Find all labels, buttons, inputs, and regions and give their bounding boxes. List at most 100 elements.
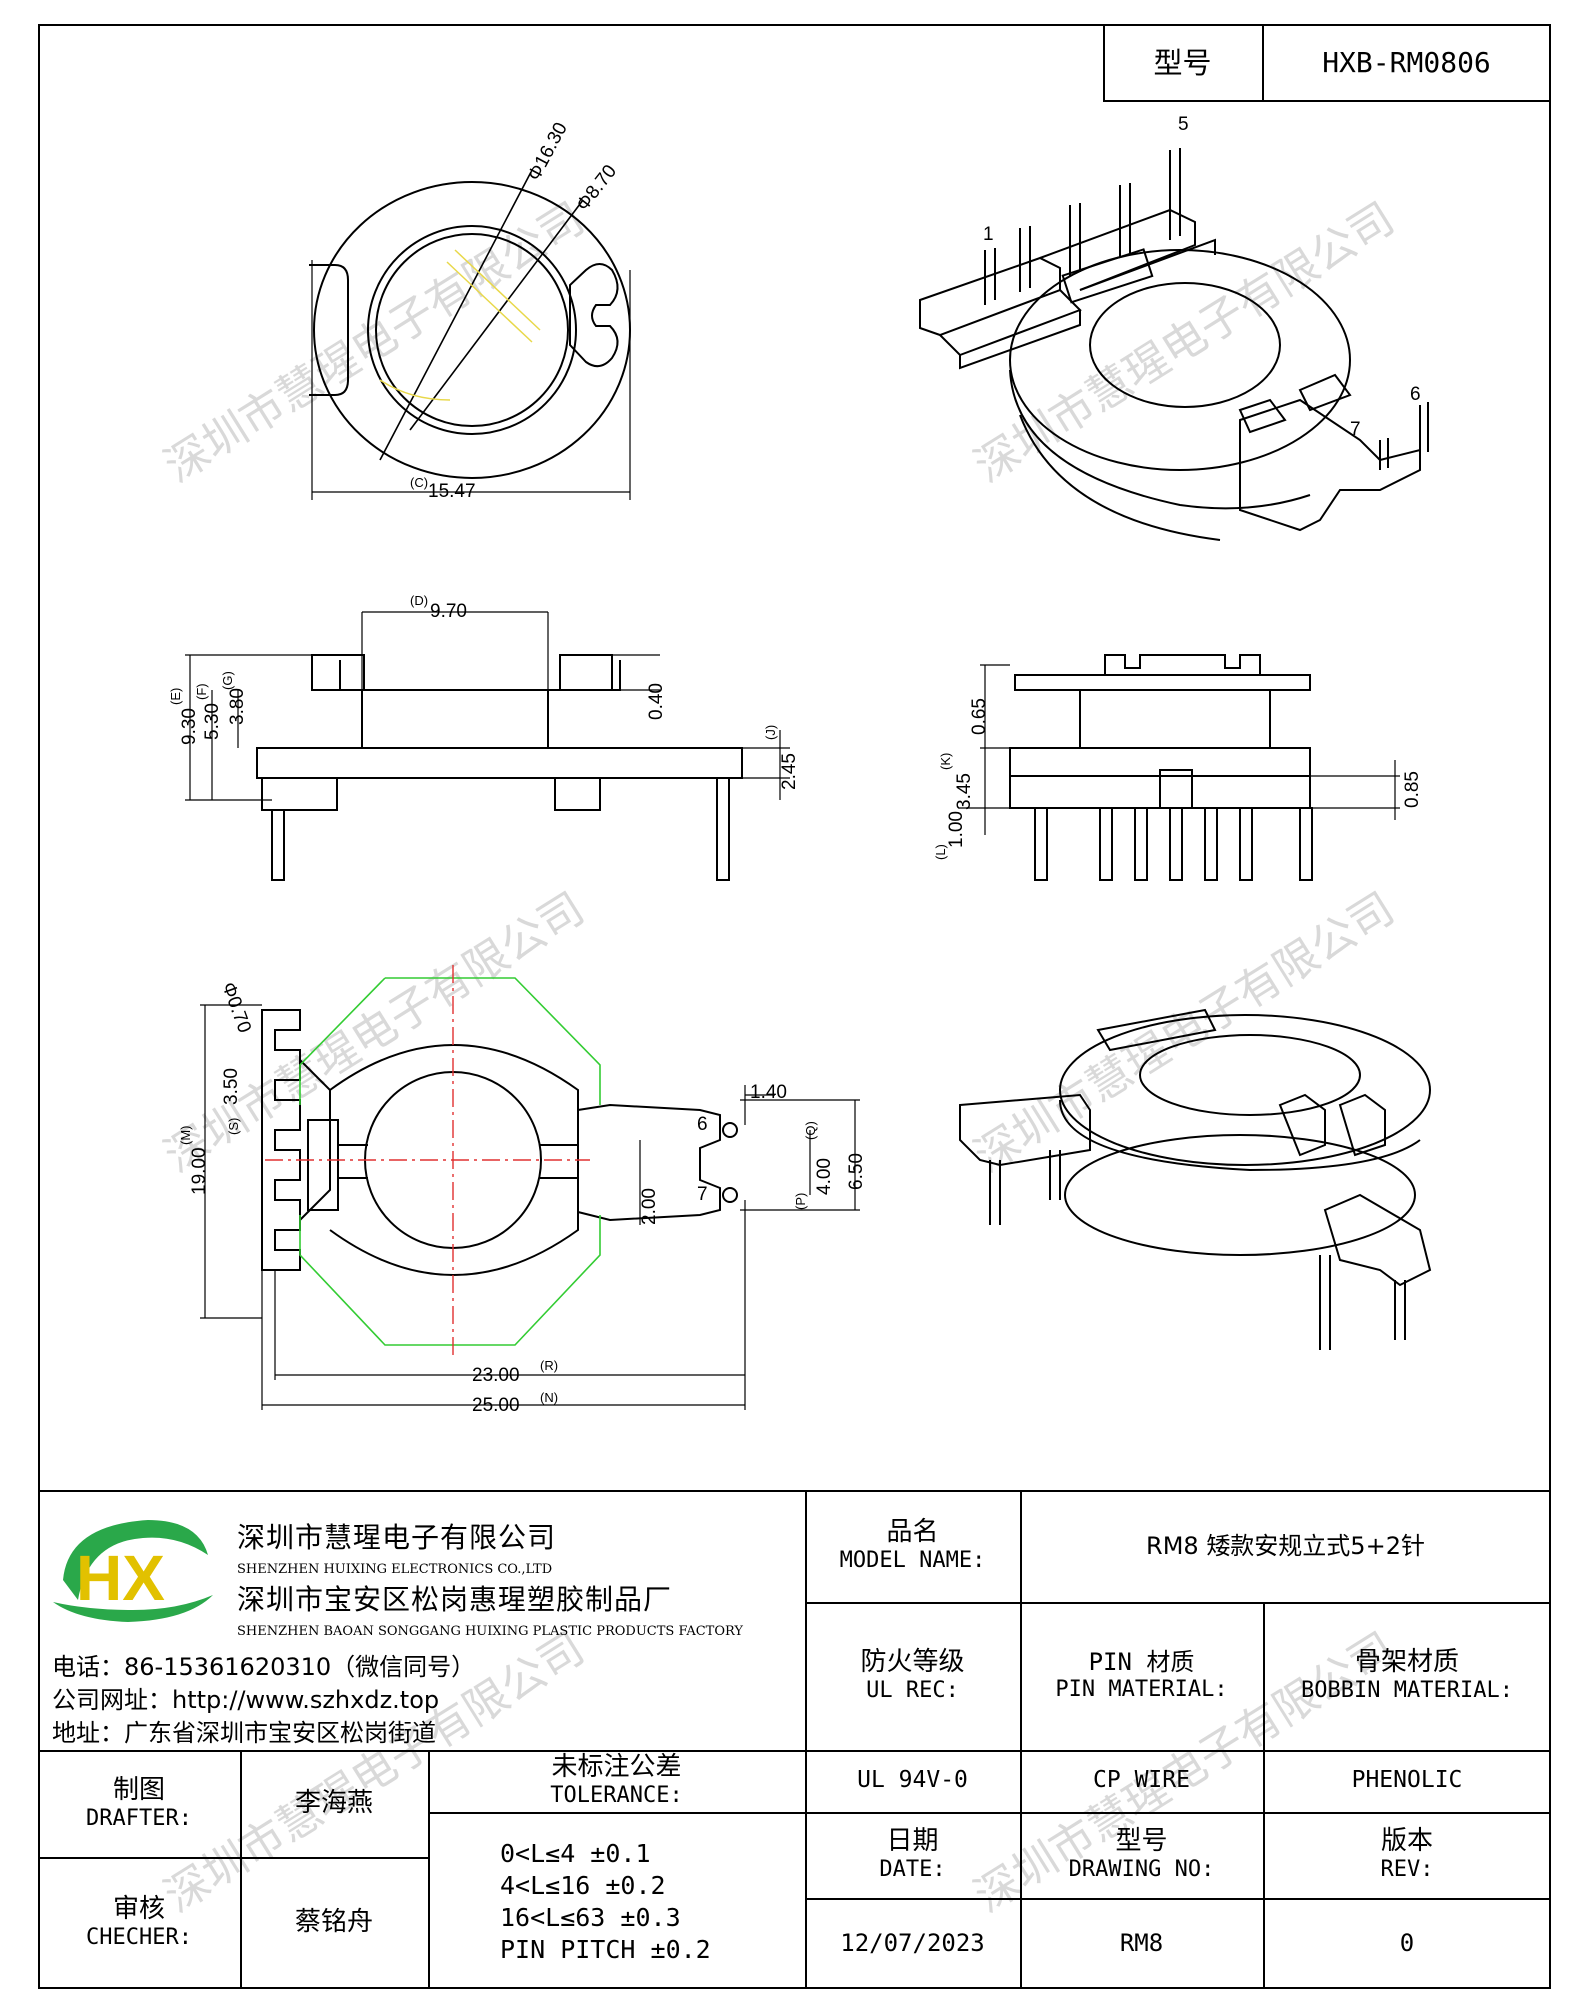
- dim-p070: Φ0.70: [217, 980, 255, 1036]
- bobbin-material-cn: 骨架材质: [1354, 1647, 1459, 1678]
- pin-material-header: PIN 材质 PIN MATERIAL:: [1020, 1602, 1263, 1750]
- dim-h930: 9.30: [179, 708, 200, 745]
- callout-g: (G): [220, 671, 235, 690]
- pin-label-7: 7: [1350, 419, 1361, 440]
- company-logo: HX: [53, 1520, 213, 1622]
- checker-name: 蔡铭舟: [294, 1907, 373, 1938]
- tolerance-table: 0<L≤4 ±0.1 4<L≤16 ±0.2 16<L≤63 ±0.3 PIN …: [500, 1838, 711, 1966]
- model-header-value: HXB-RM0806: [1322, 46, 1491, 80]
- drafter-name: 李海燕: [294, 1787, 373, 1818]
- bottom-view: [200, 1004, 860, 1410]
- callout-l: (L): [933, 844, 948, 860]
- bobbin-material-en: BOBBIN MATERIAL:: [1301, 1678, 1513, 1704]
- tolerance-line: 16<L≤63 ±0.3: [500, 1903, 681, 1932]
- model-name-cn: 品名: [886, 1517, 939, 1548]
- outer-frame: [38, 24, 1551, 1989]
- drafter-header: 制图 DRAFTER:: [38, 1750, 240, 1857]
- tolerance-cn: 未标注公差: [551, 1752, 682, 1783]
- pin-material-en: PIN MATERIAL:: [1055, 1677, 1228, 1703]
- bobbin-material-value: PHENOLIC: [1351, 1767, 1463, 1794]
- divider: [38, 1750, 1551, 1752]
- pin-label-1: 1: [983, 224, 994, 245]
- dim-w2500: 25.00: [472, 1395, 520, 1416]
- drawing-no-cn: 型号: [1115, 1826, 1168, 1857]
- pin-label-5: 5: [1178, 114, 1189, 135]
- ul-rec-en: UL REC:: [866, 1678, 959, 1704]
- company-name-en: SHENZHEN HUIXING ELECTRONICS CO.,LTD: [237, 1562, 553, 1577]
- divider: [805, 1898, 1551, 1900]
- tolerance-en: TOLERANCE:: [550, 1783, 683, 1809]
- drawing-no-en: DRAWING NO:: [1068, 1857, 1215, 1883]
- isometric-view-bottom: [959, 1008, 1432, 1350]
- rev-en: REV:: [1380, 1857, 1434, 1883]
- divider: [1020, 1490, 1022, 1989]
- checker-header: 审核 CHECHER:: [38, 1857, 240, 1989]
- model-name-value: RM8 矮款安规立式5+2针: [1146, 1531, 1425, 1560]
- dim-d8: Φ8.70: [572, 161, 621, 215]
- center-lines: [265, 965, 590, 1355]
- rev-value: 0: [1399, 1929, 1415, 1958]
- dim-h380: 3.80: [227, 688, 248, 725]
- callout-m: (M): [178, 1126, 193, 1146]
- dim-d16: Φ16.30: [524, 119, 572, 184]
- model-header-box: [1103, 24, 1551, 102]
- dim-h040: 0.40: [646, 683, 667, 720]
- rev-header: 版本 REV:: [1263, 1812, 1551, 1898]
- dim-h065: 0.65: [969, 698, 990, 735]
- technical-drawing: 1 5 6 7 Φ16.30 Φ8.70 15.47 (C) 9.70 (D) …: [168, 114, 1432, 1416]
- callout-e: (E): [168, 688, 183, 705]
- tolerance-header: 未标注公差 TOLERANCE:: [428, 1750, 805, 1812]
- callout-f: (F): [194, 683, 209, 700]
- callout-n: (N): [540, 1390, 558, 1405]
- date-en: DATE:: [879, 1857, 946, 1883]
- dim-h350: 3.50: [221, 1068, 242, 1105]
- divider: [240, 1750, 242, 1989]
- date-value: 12/07/2023: [840, 1929, 985, 1958]
- model-header-label: 型号: [1153, 45, 1212, 80]
- dim-w140: 1.40: [750, 1082, 787, 1103]
- model-name-en: MODEL NAME:: [839, 1548, 986, 1574]
- dim-w200: 2.00: [639, 1188, 660, 1225]
- pin-material-cn: PIN 材质: [1088, 1648, 1195, 1677]
- dim-h530: 5.30: [202, 703, 223, 740]
- side-view: [960, 654, 1400, 881]
- divider: [1262, 24, 1264, 102]
- drawing-no-header: 型号 DRAWING NO:: [1020, 1812, 1263, 1898]
- date-header: 日期 DATE:: [805, 1812, 1020, 1898]
- company-website[interactable]: 公司网址：http://www.szhxdz.top: [52, 1686, 440, 1714]
- company-address: 地址：广东省深圳市宝安区松岗街道: [52, 1719, 436, 1747]
- dim-h100: 1.00: [946, 811, 967, 848]
- dim-w400: 4.00: [814, 1158, 835, 1195]
- drawing-no-value: RM8: [1119, 1929, 1164, 1958]
- pin-label-7-bottom: 7: [697, 1184, 708, 1205]
- dim-w2300: 23.00: [472, 1365, 520, 1386]
- tolerance-line: 4<L≤16 ±0.2: [500, 1871, 666, 1900]
- checker-cn: 审核: [112, 1894, 165, 1925]
- callout-d: (D): [410, 593, 428, 608]
- highlight-lines: [379, 249, 541, 401]
- bobbin-material-header: 骨架材质 BOBBIN MATERIAL:: [1263, 1602, 1551, 1750]
- ul-rec-cn: 防火等级: [860, 1647, 965, 1678]
- tolerance-line: 0<L≤4 ±0.1: [500, 1839, 651, 1868]
- drafter-cn: 制图: [112, 1774, 165, 1805]
- tolerance-line: PIN PITCH ±0.2: [500, 1935, 711, 1964]
- ul-rec-header: 防火等级 UL REC:: [805, 1602, 1020, 1750]
- callout-p: (P): [793, 1193, 808, 1210]
- logo-letters: HX: [76, 1542, 165, 1614]
- core-outline: [299, 977, 601, 1346]
- dim-h085: 0.85: [1402, 771, 1423, 808]
- company-name-cn: 深圳市慧瑆电子有限公司: [237, 1521, 557, 1554]
- top-view: [309, 171, 631, 500]
- callout-j: (J): [763, 725, 778, 740]
- callout-s: (S): [226, 1118, 241, 1135]
- dim-w650: 6.50: [846, 1153, 867, 1190]
- divider: [428, 1812, 805, 1814]
- divider: [805, 1602, 1551, 1604]
- callout-c: (C): [410, 475, 428, 490]
- model-name-header: 品名 MODEL NAME:: [805, 1490, 1020, 1602]
- callout-r: (R): [540, 1358, 558, 1373]
- factory-name-en: SHENZHEN BAOAN SONGGANG HUIXING PLASTIC …: [237, 1624, 743, 1639]
- divider: [805, 1490, 807, 1989]
- checker-en: CHECHER:: [86, 1925, 192, 1951]
